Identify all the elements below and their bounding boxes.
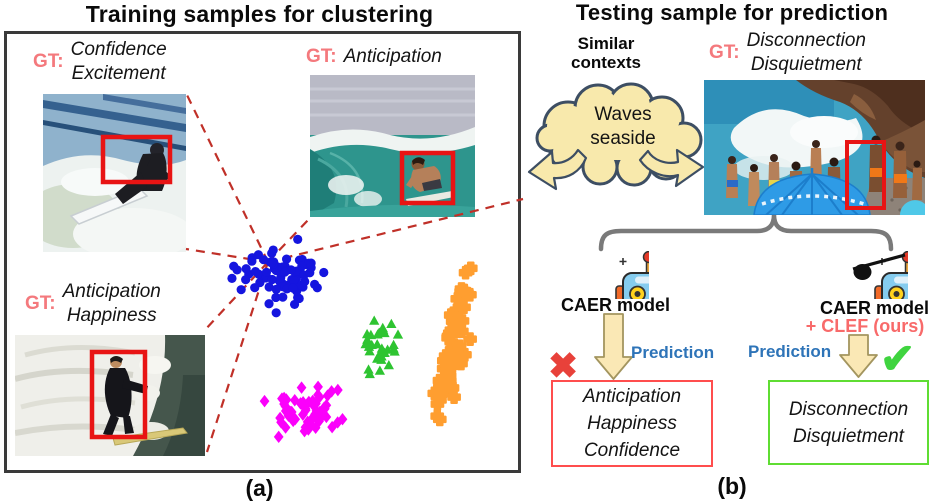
gt-label-1: GT: Confidence Excitement xyxy=(33,38,167,86)
panel-b-title: Testing sample for prediction xyxy=(575,0,889,25)
surfer-figure xyxy=(103,356,148,436)
prediction-label-right: Prediction xyxy=(748,342,832,361)
gt-label-test: GT: Disconnection Disquietment xyxy=(709,29,866,77)
cloud-text-line: Waves xyxy=(594,104,652,125)
predicted-emotion: Happiness xyxy=(587,413,677,434)
training-image-confidence xyxy=(43,94,186,252)
eye-patch-icon xyxy=(852,253,906,280)
gt-prefix: GT: xyxy=(709,42,740,63)
gt-emotion: Disconnection xyxy=(746,30,866,51)
predicted-emotion: Disconnection xyxy=(788,398,909,420)
prediction-arrow-right-icon xyxy=(839,334,878,378)
caer-model-label-left: CAER model xyxy=(560,295,670,315)
robot-icon xyxy=(581,229,649,299)
similar-contexts-line: Similar xyxy=(577,34,635,53)
gt-emotion: Anticipation xyxy=(62,281,161,302)
predicted-emotion: Confidence xyxy=(583,440,681,461)
person-bounding-box xyxy=(845,140,886,210)
gt-emotion: Anticipation xyxy=(343,46,442,67)
correct-check-icon: ✔ xyxy=(880,335,916,382)
similar-contexts-line: contexts xyxy=(571,53,641,72)
surfboard xyxy=(112,427,188,446)
testing-image-beach xyxy=(704,80,925,215)
correct-prediction-box: Disconnection Disquietment xyxy=(768,380,929,465)
panel-b-caption: (b) xyxy=(717,473,747,499)
wrong-cross-icon: ✖ xyxy=(548,345,579,386)
wrong-prediction-box: Anticipation Happiness Confidence xyxy=(551,380,713,467)
predicted-emotion: Anticipation xyxy=(582,386,682,407)
beach-umbrella xyxy=(753,168,871,215)
gt-emotion: Confidence xyxy=(70,39,167,60)
caer-model-label-right: CAER model xyxy=(819,298,929,318)
person-bounding-box xyxy=(89,349,148,440)
cloud-text: Waves seaside xyxy=(548,103,698,151)
cloud-text-line: seaside xyxy=(590,128,656,149)
gt-emotion: Disquietment xyxy=(750,54,862,75)
person-bounding-box xyxy=(100,134,173,185)
gt-label-3: GT: Anticipation Happiness xyxy=(25,280,161,328)
prediction-arrow-left-icon xyxy=(594,313,633,380)
prediction-label-left: Prediction xyxy=(631,343,715,362)
predicted-emotion: Disquietment xyxy=(793,425,904,447)
gt-emotion: Happiness xyxy=(66,305,157,326)
similar-contexts-label: Similar contexts xyxy=(554,34,658,72)
robot-pirate-icon xyxy=(852,229,908,299)
gt-prefix: GT: xyxy=(306,46,337,67)
small-umbrella xyxy=(900,200,925,215)
gt-label-2: GT: Anticipation xyxy=(306,45,442,69)
panel-a-title: Training samples for clustering xyxy=(85,1,434,27)
gt-emotion: Excitement xyxy=(71,63,166,84)
clef-label: + CLEF (ours) xyxy=(805,316,925,336)
training-image-anticipation xyxy=(310,75,475,217)
gt-prefix: GT: xyxy=(33,51,64,72)
panel-a-caption: (a) xyxy=(245,475,274,501)
training-image-happiness xyxy=(15,335,205,456)
gt-prefix: GT: xyxy=(25,293,56,314)
